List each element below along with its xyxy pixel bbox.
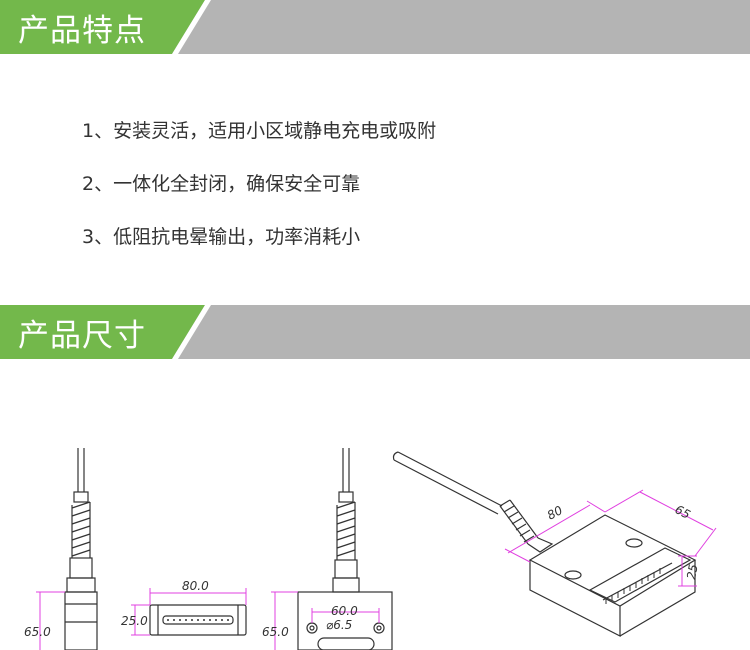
- section-title-size: 产品尺寸: [18, 318, 146, 354]
- feature-item-1: 1、安装灵活，适用小区域静电充电或吸附: [82, 120, 437, 142]
- feature-list: 1、安装灵活，适用小区域静电充电或吸附 2、一体化全封闭，确保安全可靠 3、低阻…: [82, 112, 436, 271]
- dimension-middle: [271, 591, 380, 650]
- dim-label-iso-length: 80: [545, 503, 565, 523]
- dimension-drawings: 65.0 80.0 25.0: [24, 448, 717, 650]
- front-view-pins: [167, 619, 229, 621]
- dim-label-height-left: 65.0: [24, 625, 51, 639]
- side-view-middle: [297, 448, 393, 650]
- dim-label-height-middle: 65.0: [262, 625, 289, 639]
- dim-label-iso-width: 65: [673, 502, 693, 522]
- dim-label-iso-height: 25: [684, 563, 700, 580]
- section-header-features: 产品特点: [0, 0, 750, 54]
- feature-item-3: 3、低阻抗电晕输出，功率消耗小: [82, 226, 361, 248]
- isometric-pins: [605, 568, 661, 604]
- isometric-view: [392, 451, 697, 637]
- front-view: [149, 604, 247, 636]
- dimension-isometric: [504, 489, 717, 587]
- section-header-size: 产品尺寸: [0, 305, 750, 359]
- dim-label-front-width: 80.0: [182, 579, 209, 593]
- header-green-tab: [0, 305, 205, 359]
- side-view-left: [64, 448, 98, 650]
- feature-item-2: 2、一体化全封闭，确保安全可靠: [82, 173, 361, 195]
- dimension-front: [131, 588, 247, 636]
- dimension-height-left: [36, 591, 65, 650]
- dim-label-front-height: 25.0: [121, 614, 148, 628]
- header-green-tab: [0, 0, 205, 54]
- dim-label-hole-spacing: 60.0: [331, 604, 358, 618]
- dim-label-hole-diameter: ⌀6.5: [326, 618, 352, 632]
- section-title-features: 产品特点: [18, 13, 146, 49]
